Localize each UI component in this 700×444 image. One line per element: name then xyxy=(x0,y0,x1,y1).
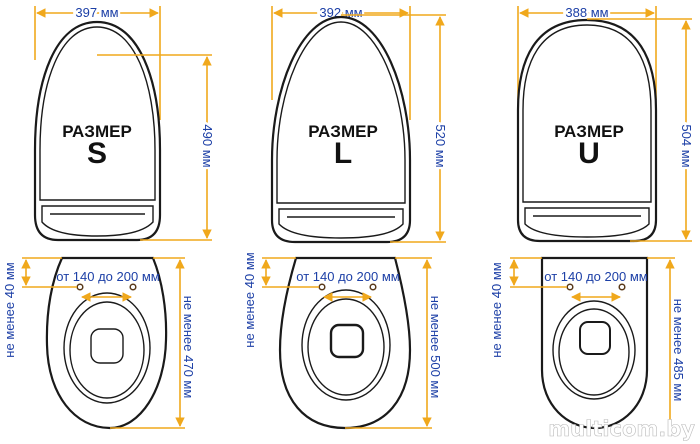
width-label: 392 мм xyxy=(319,5,362,20)
bolt-hole xyxy=(129,283,137,291)
lid-outline xyxy=(39,26,156,201)
bowl-inner xyxy=(69,301,145,399)
watermark: multicom.by xyxy=(548,417,695,441)
width-label: 397 мм xyxy=(75,5,118,20)
bolt-hole xyxy=(566,283,574,291)
bowl-inner xyxy=(558,308,630,396)
size-letter: L xyxy=(334,137,352,170)
bolt-hole xyxy=(618,283,626,291)
bowl-length-label: не менее 485 мм xyxy=(671,299,686,402)
bowl-length-label: не менее 500 мм xyxy=(428,296,443,399)
bolt-offset-label: не менее 40 мм xyxy=(242,252,257,347)
bowl-u-top-view: от 140 до 200 мм не менее 40 мм не менее… xyxy=(489,256,689,430)
hinge-outline xyxy=(41,205,154,237)
hinge-outline xyxy=(524,207,650,238)
bolt-spacing-label: от 140 до 200 мм xyxy=(296,269,399,284)
lid-outline xyxy=(522,24,652,203)
drain-hole xyxy=(329,323,365,359)
size-label: РАЗМЕР xyxy=(554,122,624,141)
bolt-hole xyxy=(369,283,377,291)
drain-hole xyxy=(90,328,124,364)
seat-s-top-view: 397 мм РАЗМЕР S 490 мм xyxy=(33,3,218,242)
length-label: 504 мм xyxy=(679,124,694,167)
seat-u-top-view: 388 мм РАЗМЕР U 504 мм xyxy=(516,3,697,243)
bolt-hole xyxy=(318,283,326,291)
seat-l-top-view: 392 мм РАЗМЕР L 520 мм xyxy=(270,3,451,244)
size-letter: S xyxy=(87,137,107,170)
bowl-s-top-view: от 140 до 200 мм не менее 40 мм не менее… xyxy=(2,256,199,430)
lid-outline xyxy=(276,21,406,204)
seat-outline xyxy=(270,15,412,244)
seat-outline xyxy=(33,20,162,242)
width-label: 388 мм xyxy=(565,5,608,20)
bolt-spacing-label: от 140 до 200 мм xyxy=(56,269,159,284)
bowl-rim xyxy=(301,289,391,401)
seat-outline xyxy=(516,18,658,243)
bowl-l-top-view: от 140 до 200 мм не менее 40 мм не менее… xyxy=(242,252,446,430)
bolt-offset-label: не менее 40 мм xyxy=(2,262,17,357)
length-label: 490 мм xyxy=(200,124,215,167)
size-letter: U xyxy=(578,137,600,170)
length-label: 520 мм xyxy=(433,124,448,167)
bolt-offset-label: не менее 40 мм xyxy=(489,262,504,357)
bowl-length-label: не менее 470 мм xyxy=(181,296,196,399)
hinge-outline xyxy=(278,208,404,239)
drain-hole xyxy=(579,321,611,355)
bolt-spacing-label: от 140 до 200 мм xyxy=(544,269,647,284)
size-label: РАЗМЕР xyxy=(62,122,132,141)
bolt-hole xyxy=(76,283,84,291)
size-label: РАЗМЕР xyxy=(308,122,378,141)
